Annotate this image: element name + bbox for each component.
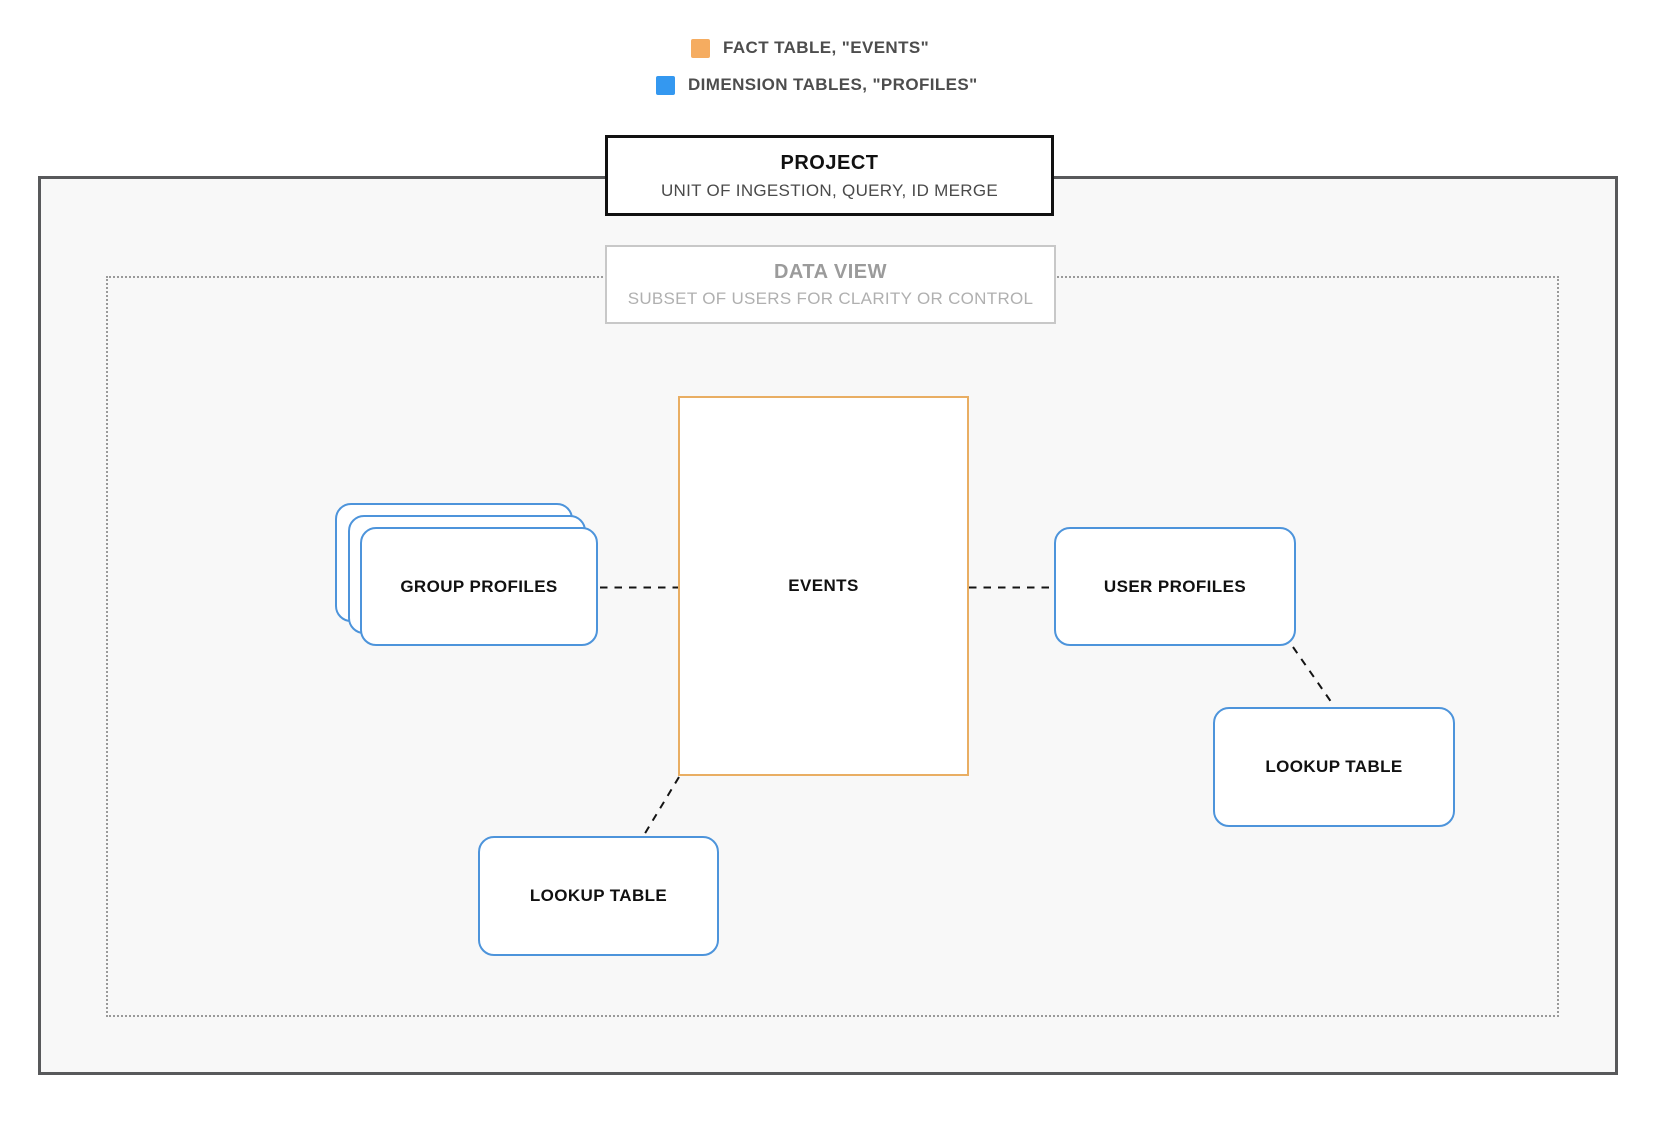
- project-subtitle: UNIT OF INGESTION, QUERY, ID MERGE: [660, 181, 999, 200]
- lookup-table-right-node: LOOKUP TABLE: [1213, 707, 1455, 827]
- events-fact-table-node: EVENTS: [678, 396, 969, 776]
- lookup-table-bottom-label: LOOKUP TABLE: [529, 886, 668, 905]
- lookup-table-right-label: LOOKUP TABLE: [1265, 757, 1403, 776]
- legend-item-fact-table: FACT TABLE, "EVENTS": [691, 38, 929, 58]
- events-label: EVENTS: [788, 576, 859, 595]
- data-view-title: DATA VIEW: [773, 261, 887, 283]
- legend-label-dimension-tables: DIMENSION TABLES, "PROFILES": [688, 75, 978, 94]
- group-profiles-node: GROUP PROFILES: [360, 527, 598, 646]
- user-profiles-label: USER PROFILES: [1103, 576, 1247, 596]
- group-profiles-label: GROUP PROFILES: [400, 576, 558, 596]
- project-title: PROJECT: [780, 152, 879, 174]
- user-profiles-node: USER PROFILES: [1054, 527, 1296, 646]
- fact-table-swatch: [691, 38, 710, 58]
- lookup-table-bottom-node: LOOKUP TABLE: [478, 836, 719, 956]
- dimension-tables-swatch: [656, 75, 675, 95]
- data-view-box: DATA VIEW SUBSET OF USERS FOR CLARITY OR…: [605, 245, 1056, 324]
- legend-label-fact-table: FACT TABLE, "EVENTS": [723, 38, 930, 57]
- project-box: PROJECT UNIT OF INGESTION, QUERY, ID MER…: [605, 135, 1054, 216]
- legend-item-dimension-tables: DIMENSION TABLES, "PROFILES": [656, 75, 978, 95]
- data-view-subtitle: SUBSET OF USERS FOR CLARITY OR CONTROL: [627, 289, 1034, 308]
